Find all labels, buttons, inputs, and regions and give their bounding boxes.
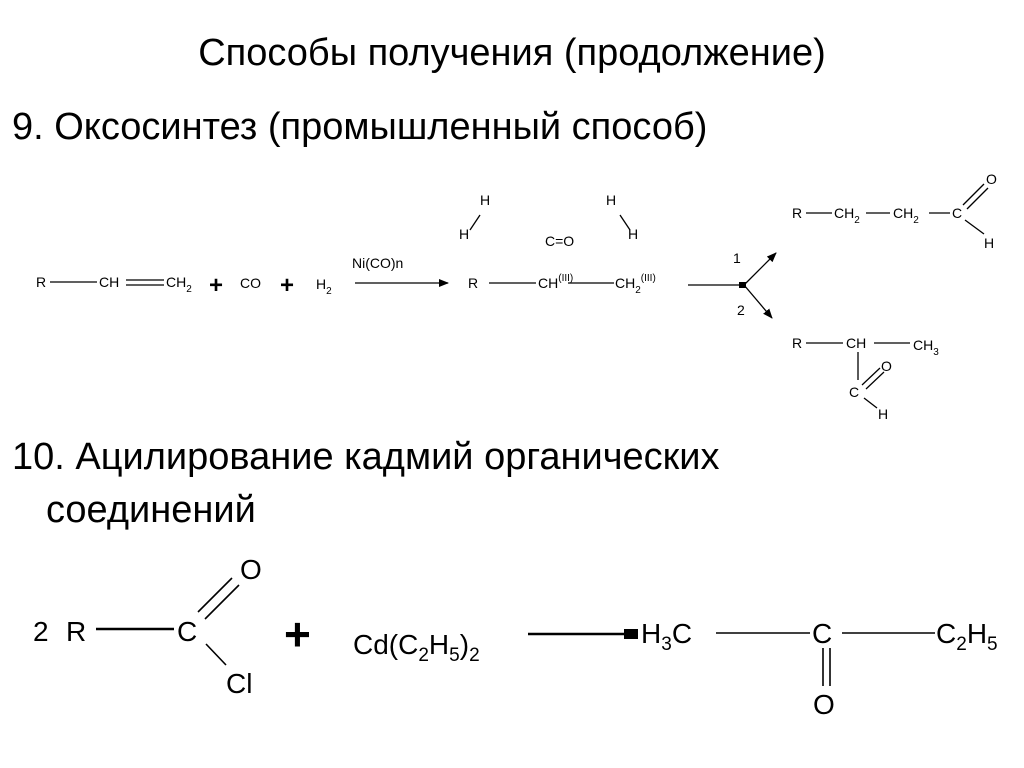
ethyl-group: C2H5: [936, 618, 998, 655]
item-9-heading: 9. Оксосинтез (промышленный способ): [12, 106, 708, 148]
product2-ch3: CH3: [913, 337, 939, 358]
diethylcadmium: Cd(C2H5)2: [353, 629, 480, 666]
h-atom: H: [628, 226, 638, 242]
plus-sign: +: [284, 608, 311, 660]
reactant-ch: CH: [99, 274, 119, 290]
acylation-labels: 2 R C O Cl + Cd(C2H5)2 H3C C O C2H5: [33, 554, 998, 720]
product1-o: O: [986, 171, 997, 187]
intermediate-r: R: [468, 275, 478, 291]
intermediate-ch2: CH2(III): [615, 273, 656, 296]
product2-c: C: [849, 384, 859, 400]
reaction-arrowhead: [624, 629, 638, 639]
oxo-synthesis-labels: R CH CH2 + CO + H2 Ni(CO)n H H H H C=O R…: [36, 171, 997, 422]
intermediate-ch: CH(III): [538, 273, 573, 291]
slide-title: Способы получения (продолжение): [198, 32, 826, 74]
product1-ch2: CH2: [834, 205, 860, 226]
product2-h: H: [878, 406, 888, 422]
plus-sign-2: +: [280, 272, 294, 299]
catalyst-label: Ni(CO)n: [352, 255, 403, 271]
carbon-monoxide: CO: [240, 275, 261, 291]
product2-ch: CH: [846, 335, 866, 351]
acyl-o: O: [240, 554, 262, 585]
acyl-c: C: [177, 616, 197, 647]
hydrogen-h2: H2: [316, 276, 332, 297]
methyl-group: H3C: [641, 618, 692, 655]
path-1-label: 1: [733, 250, 741, 266]
reactant-r: R: [36, 274, 46, 290]
acylation-scheme: [96, 577, 935, 686]
oxo-synthesis-scheme: [50, 183, 989, 409]
carbonyl-group: C=O: [545, 233, 574, 249]
product1-h: H: [984, 235, 994, 251]
ketone-carbon: C: [812, 618, 832, 649]
item-10-heading: 10. Ацилирование кадмий органических: [12, 436, 720, 478]
product1-r: R: [792, 205, 802, 221]
path-2-label: 2: [737, 302, 745, 318]
branch-point: [739, 282, 746, 288]
h-atom: H: [606, 192, 616, 208]
product2-o: O: [881, 358, 892, 374]
ketone-oxygen: O: [813, 689, 835, 720]
acyl-r: R: [66, 616, 86, 647]
plus-sign-1: +: [209, 272, 223, 299]
h-atom: H: [459, 226, 469, 242]
product2-r: R: [792, 335, 802, 351]
product1-ch2: CH2: [893, 205, 919, 226]
coefficient-2: 2: [33, 616, 49, 647]
reactant-ch2: CH2: [166, 274, 192, 295]
h-atom: H: [480, 192, 490, 208]
product1-c: C: [952, 205, 962, 221]
acyl-cl: Cl: [226, 668, 252, 699]
item-10-heading-continuation: соединений: [46, 489, 256, 531]
